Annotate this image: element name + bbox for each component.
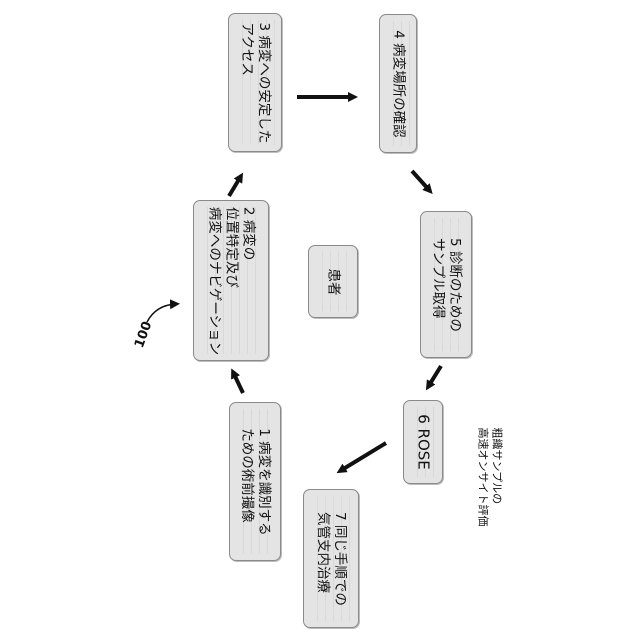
step-4-box: 4 病変場所の確認 bbox=[379, 14, 417, 153]
step-1-label: 1 病変を識別する ための術前撮像 bbox=[238, 428, 272, 535]
rose-note: 粗織サンプルの 高速オンサイト評価 bbox=[476, 428, 504, 527]
step-7-label: 7 同じ手順での 気管支内治療 bbox=[314, 512, 348, 606]
step-3-box: 3 病変への安定した アクセス bbox=[228, 13, 282, 152]
step-2-label: 2 病変の 位置特定及び 病変へのナビゲーション bbox=[206, 206, 257, 354]
step-5-box: 5 診断のための サンプル取得 bbox=[420, 211, 472, 358]
arrow-1-to-2 bbox=[233, 372, 243, 393]
center-patient-box: 患者 bbox=[308, 245, 358, 318]
arrow-5-to-6 bbox=[428, 366, 441, 387]
center-patient-label: 患者 bbox=[325, 268, 342, 295]
arrow-4-to-5 bbox=[412, 171, 430, 191]
ref-100-pointer bbox=[147, 304, 176, 322]
step-6-label: 6 ROSE bbox=[415, 414, 432, 470]
step-1-box: 1 病変を識別する ための術前撮像 bbox=[229, 402, 281, 561]
arrow-6-to-7 bbox=[340, 443, 386, 471]
step-4-label: 4 病変場所の確認 bbox=[390, 30, 407, 137]
step-2-box: 2 病変の 位置特定及び 病変へのナビゲーション bbox=[193, 200, 269, 361]
step-6-box: 6 ROSE bbox=[403, 400, 443, 484]
arrow-2-to-3 bbox=[229, 176, 241, 196]
step-5-label: 5 診断のための サンプル取得 bbox=[429, 238, 463, 332]
step-3-label: 3 病変への安定した アクセス bbox=[238, 22, 272, 143]
step-7-box: 7 同じ手順での 気管支内治療 bbox=[303, 489, 359, 628]
